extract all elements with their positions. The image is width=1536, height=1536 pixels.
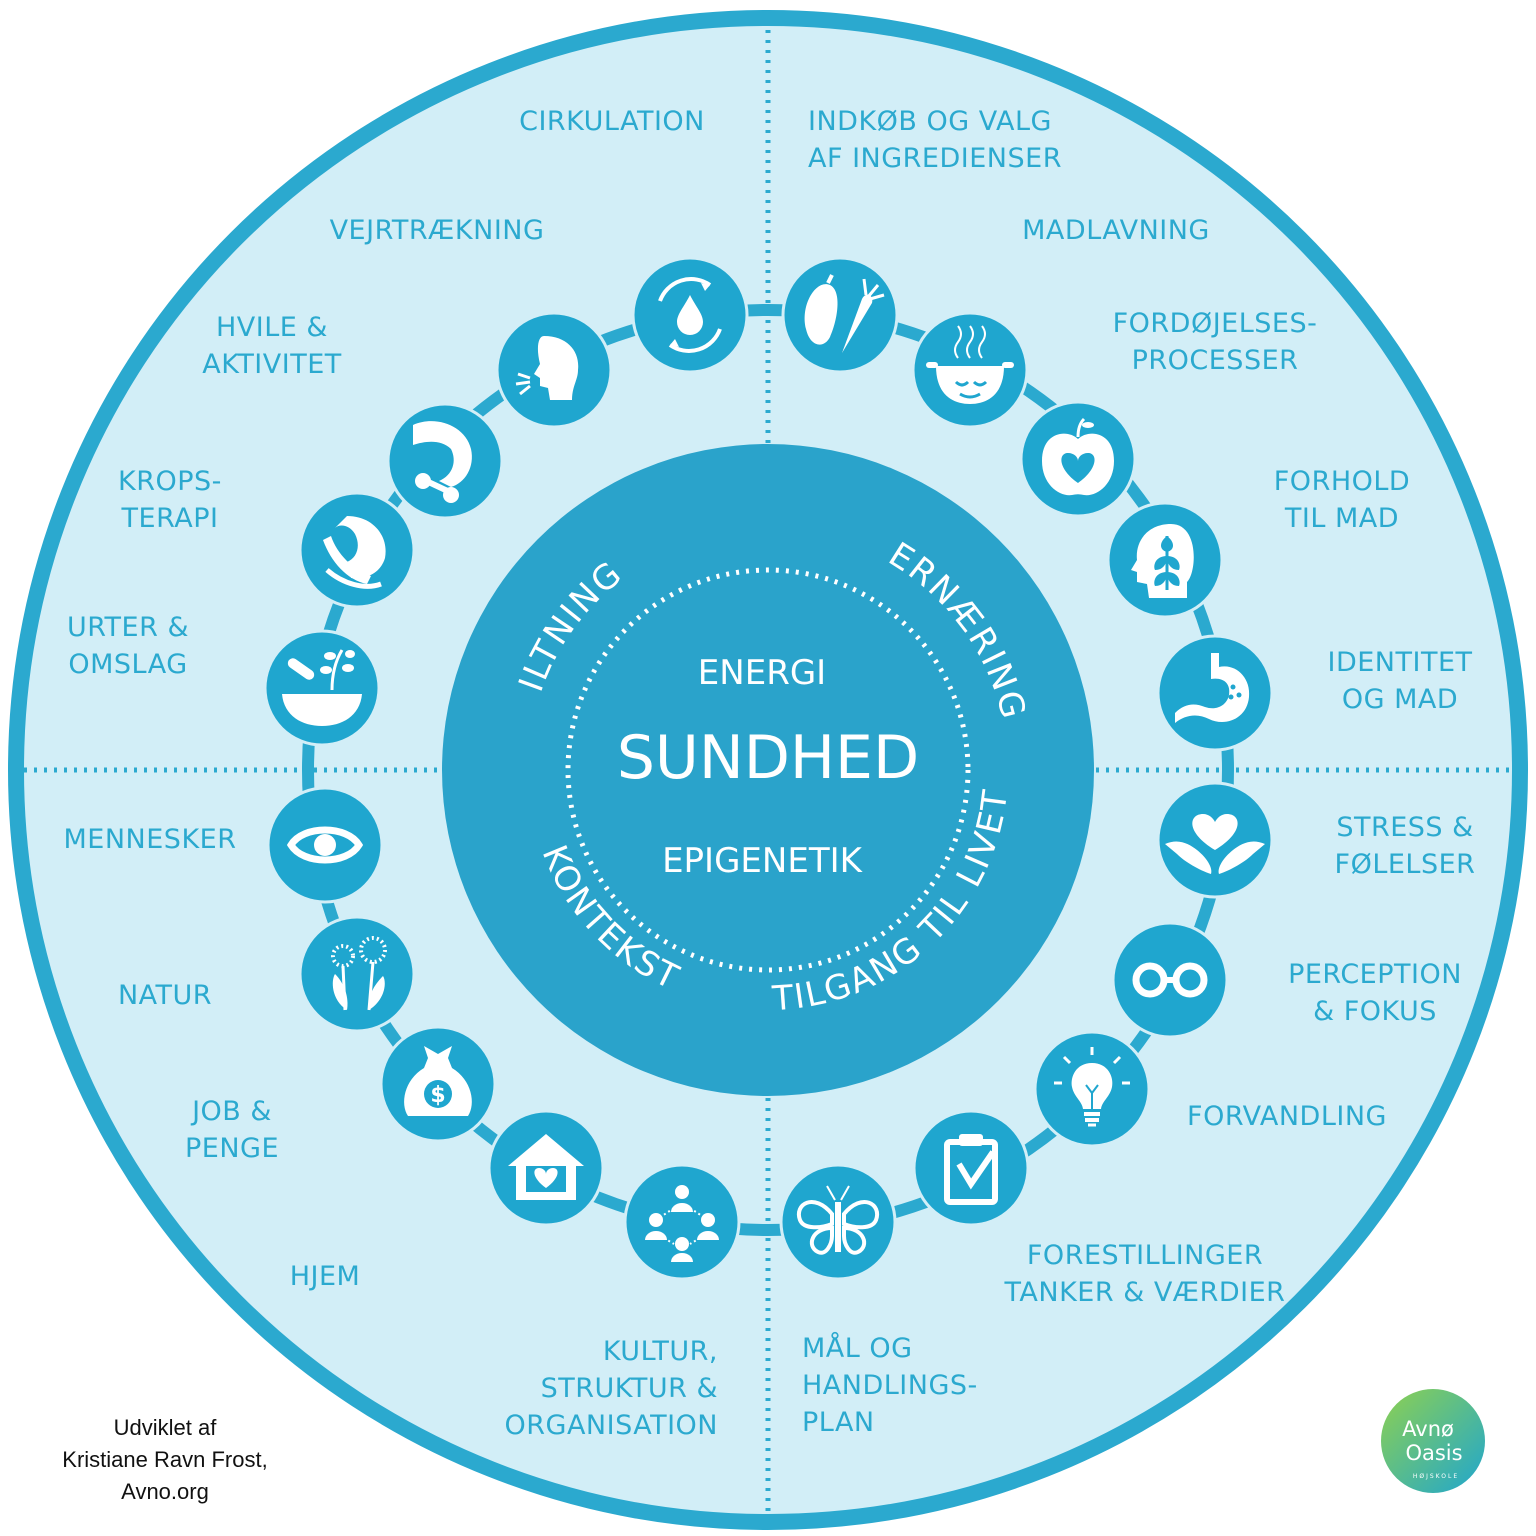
label-perception: PERCEPTION & FOKUS [1288, 959, 1462, 1027]
label-hvile: HVILE & AKTIVITET [202, 312, 342, 380]
label-kultur: KULTUR, STRUKTUR & ORGANISATION [505, 1336, 718, 1441]
label-stress: STRESS & FØLELSER [1335, 812, 1476, 880]
label-line: HANDLINGS- [802, 1370, 978, 1401]
center-energy: ENERGI [698, 653, 826, 693]
label-mennesker: MENNESKER [64, 824, 237, 855]
apple-heart-icon [1019, 400, 1137, 518]
label-fordojelse: FORDØJELSES- PROCESSER [1113, 308, 1318, 376]
breathing-head-icon [495, 311, 613, 429]
center-dotted-ring [565, 567, 971, 973]
credit-line: Udviklet af [113, 1415, 217, 1440]
label-line: & FOKUS [1313, 996, 1437, 1027]
label-line: NATUR [118, 980, 212, 1011]
label-line: PENGE [185, 1133, 279, 1164]
svg-text:HØJSKOLE: HØJSKOLE [1413, 1473, 1459, 1480]
icon-layer: $ [263, 256, 1274, 1281]
label-vejrtraekning: VEJRTRÆKNING [330, 215, 545, 246]
mortar-herbs-icon [263, 629, 381, 747]
label-line: FORESTILLINGER [1027, 1240, 1263, 1271]
label-line: OG MAD [1342, 684, 1458, 715]
label-line: INDKØB OG VALG [808, 106, 1052, 137]
money-bag-icon: $ [379, 1025, 497, 1143]
label-indkob: INDKØB OG VALG AF INGREDIENSER [808, 106, 1062, 174]
label-line: PROCESSER [1132, 345, 1299, 376]
flowers-icon [298, 915, 416, 1033]
label-line: JOB & [190, 1096, 272, 1127]
lightbulb-icon [1033, 1030, 1151, 1148]
label-line: KROPS- [118, 466, 222, 497]
label-line: FORDØJELSES- [1113, 308, 1318, 339]
massage-hands-icon [298, 491, 416, 609]
label-line: CIRKULATION [519, 106, 705, 137]
icon-ring [302, 304, 1234, 1236]
label-line: TANKER & VÆRDIER [1004, 1277, 1286, 1308]
label-line: HJEM [290, 1261, 361, 1292]
center-epigenetics: EPIGENETIK [662, 841, 864, 881]
label-madlavning: MADLAVNING [1022, 215, 1210, 246]
label-urter: URTER & OMSLAG [67, 612, 189, 680]
label-line: OMSLAG [68, 649, 187, 680]
people-network-icon [623, 1163, 741, 1281]
quadrant-dividers [14, 20, 1522, 1520]
dumbbell-arm-icon [386, 402, 504, 520]
label-line: FØLELSER [1335, 849, 1476, 880]
label-line: TERAPI [121, 503, 219, 534]
eye-icon [266, 786, 384, 904]
credit-line: Kristiane Ravn Frost, [62, 1447, 268, 1472]
label-job: JOB & PENGE [185, 1096, 279, 1164]
label-line: IDENTITET [1327, 647, 1472, 678]
stomach-icon [1156, 634, 1274, 752]
butterfly-icon [779, 1163, 897, 1281]
outer-labels: CIRKULATION VEJRTRÆKNING HVILE & AKTIVITET K… [64, 106, 1476, 1441]
center-health-title: SUNDHED [617, 723, 919, 793]
clipboard-check-icon [912, 1109, 1030, 1227]
glasses-icon [1111, 921, 1229, 1039]
label-natur: NATUR [118, 980, 212, 1011]
label-line: PLAN [802, 1407, 875, 1438]
head-leaf-icon [1106, 501, 1224, 619]
label-line: MÅL OG [802, 1332, 913, 1364]
label-line: TIL MAD [1284, 503, 1399, 534]
credit-line: Avno.org [121, 1479, 209, 1504]
label-hjem: HJEM [290, 1261, 361, 1292]
water-cycle-icon [631, 256, 749, 374]
label-line: FORHOLD [1274, 466, 1410, 497]
hands-heart-icon [1156, 781, 1274, 899]
label-line: VEJRTRÆKNING [330, 215, 545, 246]
credit-note: Udviklet af Kristiane Ravn Frost, Avno.o… [40, 1412, 290, 1508]
label-kropsterapi: KROPS- TERAPI [118, 466, 222, 534]
avno-oasis-logo: Avnø Oasis HØJSKOLE [1381, 1389, 1485, 1493]
label-line: FORVANDLING [1187, 1101, 1387, 1132]
label-maal: MÅL OG HANDLINGS- PLAN [802, 1332, 978, 1438]
cooking-pot-icon [911, 311, 1029, 429]
label-line: URTER & [67, 612, 189, 643]
label-forvandling: FORVANDLING [1187, 1101, 1387, 1132]
label-line: MENNESKER [64, 824, 237, 855]
label-cirkulation: CIRKULATION [519, 106, 705, 137]
home-heart-icon [487, 1109, 605, 1227]
vegetables-icon [781, 256, 899, 374]
label-forestillinger: FORESTILLINGER TANKER & VÆRDIER [1004, 1240, 1286, 1308]
label-line: HVILE & [216, 312, 328, 343]
svg-text:Oasis: Oasis [1405, 1441, 1462, 1465]
label-line: STRUKTUR & [541, 1373, 718, 1404]
label-line: KULTUR, [603, 1336, 718, 1367]
label-forhold: FORHOLD TIL MAD [1274, 466, 1410, 534]
center-disc [442, 444, 1094, 1096]
label-line: ORGANISATION [505, 1410, 718, 1441]
label-line: STRESS & [1336, 812, 1473, 843]
label-line: AKTIVITET [202, 349, 342, 380]
svg-text:Avnø: Avnø [1402, 1417, 1454, 1441]
label-identitet: IDENTITET OG MAD [1327, 647, 1472, 715]
label-line: PERCEPTION [1288, 959, 1462, 990]
label-line: MADLAVNING [1022, 215, 1210, 246]
label-line: AF INGREDIENSER [808, 143, 1062, 174]
svg-text:$: $ [430, 1083, 445, 1108]
